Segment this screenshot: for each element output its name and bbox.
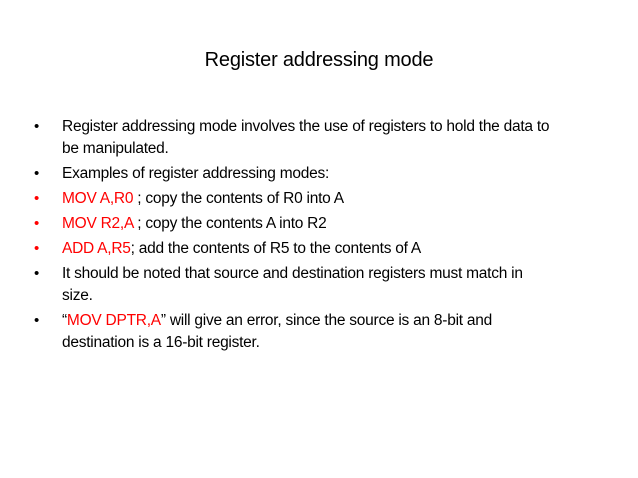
bullet-text-line: Register addressing mode involves the us… [62,118,550,135]
bullet-dot-icon: • [34,165,40,182]
bullet-list: • Register addressing mode involves the … [34,116,614,357]
bullet-dot-icon: • [34,190,40,207]
bullet-dot-icon: • [34,118,40,135]
bullet-item: • It should be noted that source and des… [34,263,614,307]
bullet-text: Examples of register addressing modes: [62,165,330,182]
bullet-text-line: size. [62,287,93,304]
bullet-item: • MOV A,R0 ; copy the contents of R0 int… [34,188,614,210]
bullet-text-line: be manipulated. [62,140,169,157]
bullet-item: • MOV R2,A ; copy the contents A into R2 [34,213,614,235]
instruction-code: MOV R2,A [62,215,134,232]
bullet-item: • ADD A,R5; add the contents of R5 to th… [34,238,614,260]
bullet-text: ” will give an error, since the source i… [160,312,492,329]
slide-title: Register addressing mode [204,49,434,71]
bullet-dot-icon: • [34,312,40,329]
open-quote: “ [62,312,67,329]
bullet-dot-icon: • [34,215,40,232]
bullet-dot-icon: • [34,265,40,282]
instruction-comment: ; copy the contents of R0 into A [133,190,344,207]
bullet-text-line: It should be noted that source and desti… [62,265,523,282]
bullet-text-line: “MOV DPTR,A” will give an error, since t… [62,310,614,332]
instruction-comment: ; copy the contents A into R2 [133,215,327,232]
bullet-text-line: destination is a 16-bit register. [62,334,260,351]
instruction-code: ADD A,R5 [62,240,131,257]
bullet-item: • Examples of register addressing modes: [34,163,614,185]
instruction-comment: ; add the contents of R5 to the contents… [130,240,422,257]
bullet-item: • “MOV DPTR,A” will give an error, since… [34,310,614,354]
instruction-code: MOV DPTR,A [66,312,161,329]
instruction-code: MOV A,R0 [62,190,134,207]
bullet-item: • Register addressing mode involves the … [34,116,614,160]
bullet-dot-icon: • [34,240,40,257]
